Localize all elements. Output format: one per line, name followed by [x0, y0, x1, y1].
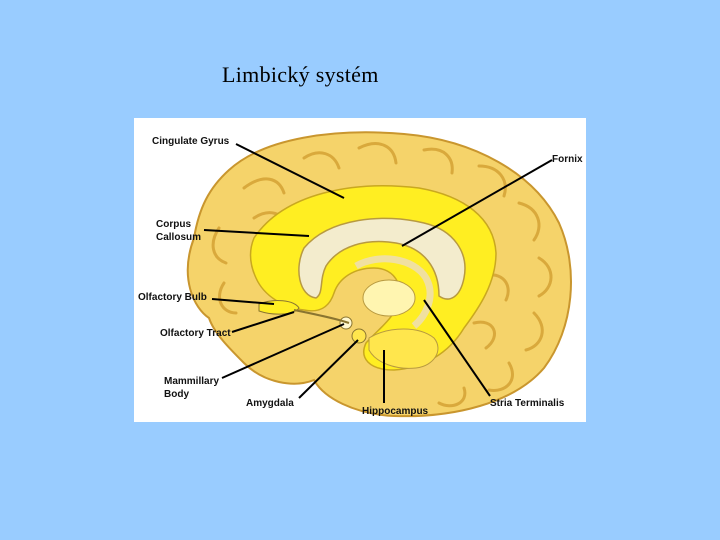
thalamus-region	[363, 280, 415, 316]
label-olfactory-tract: Olfactory Tract	[160, 328, 231, 340]
slide-title: Limbický systém	[222, 62, 379, 88]
label-stria-terminalis: Stria Terminalis	[490, 398, 564, 410]
amygdala-node	[352, 329, 366, 343]
limbic-system-diagram: Cingulate Gyrus Fornix Corpus Callosum O…	[134, 118, 586, 422]
label-corpus-callosum-line1: Corpus	[156, 219, 191, 231]
label-mammillary-body-line1: Mammillary	[164, 376, 219, 388]
label-fornix: Fornix	[552, 154, 583, 166]
label-corpus-callosum-line2: Callosum	[156, 232, 201, 244]
label-olfactory-bulb: Olfactory Bulb	[138, 292, 207, 304]
label-mammillary-body-line2: Body	[164, 389, 189, 401]
label-cingulate-gyrus: Cingulate Gyrus	[152, 136, 229, 148]
label-amygdala: Amygdala	[246, 398, 294, 410]
label-hippocampus: Hippocampus	[362, 406, 428, 418]
